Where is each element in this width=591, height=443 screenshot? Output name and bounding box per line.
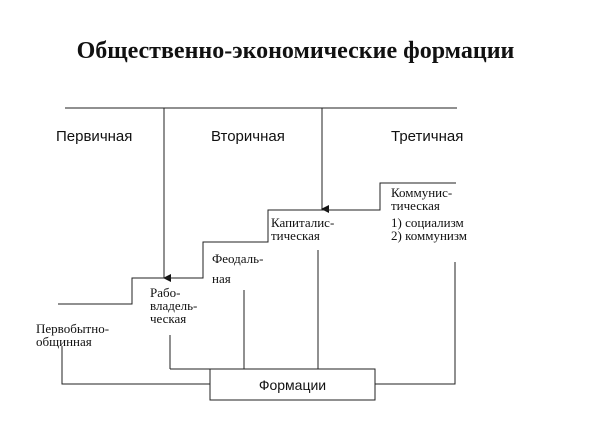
formations-box-label: Формации — [258, 376, 327, 393]
staircase-line — [58, 182, 456, 305]
label-capitalist: Капиталис- тическая — [271, 216, 334, 242]
label-slave-line: Рабо- — [150, 285, 181, 300]
page-title: Общественно-экономические формации — [76, 38, 515, 64]
label-communist-line: 1) социализм — [391, 215, 464, 230]
label-slave-line: владель- — [150, 298, 198, 313]
label-communist: Коммунис- тическая 1) социализм 2) комму… — [391, 186, 467, 242]
label-capitalist-line: Капиталис- — [271, 215, 335, 230]
label-slave: Рабо- владель- ческая — [150, 286, 197, 325]
label-feudal-line: ная — [212, 271, 231, 286]
label-capitalist-line: тическая — [271, 228, 320, 243]
label-communist-line: Коммунис- — [391, 185, 453, 200]
formations-box — [209, 368, 376, 401]
column-tertiary: Третичная — [391, 128, 464, 145]
connector-communist — [375, 262, 456, 385]
label-feudal-line: Феодаль- — [212, 251, 264, 266]
column-secondary: Вторичная — [211, 128, 285, 145]
label-primitive: Первобытно- общинная — [36, 322, 109, 348]
label-communist-line: тическая — [391, 198, 440, 213]
connector-primitive — [61, 346, 210, 385]
label-communist-line: 2) коммунизм — [391, 228, 468, 243]
label-primitive-line: общинная — [36, 334, 92, 349]
label-slave-line: ческая — [150, 311, 187, 326]
column-primary: Первичная — [56, 128, 133, 145]
label-primitive-line: Первобытно- — [36, 321, 110, 336]
label-feudal: Феодаль- ная — [212, 249, 263, 289]
